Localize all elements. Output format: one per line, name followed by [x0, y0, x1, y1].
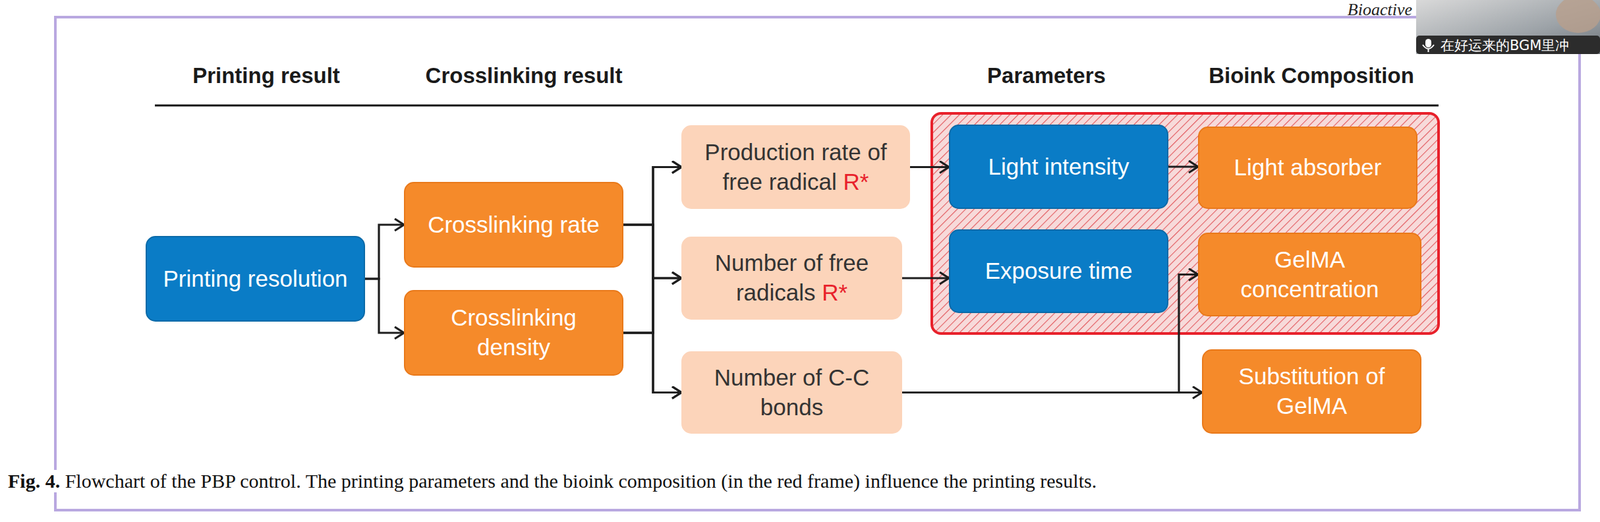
- parameter-box: Exposure time: [948, 229, 1169, 314]
- flow-arrow: [365, 224, 404, 279]
- red-frame: [931, 113, 1439, 334]
- flow-arrow: [623, 332, 682, 393]
- factor-box: Light absorber: [1198, 126, 1418, 209]
- intermediate-box: Number of C-C bonds: [681, 351, 903, 434]
- video-overlay: [1416, 0, 1600, 55]
- journal-name: Bioactive: [1347, 0, 1413, 20]
- figure-caption: Fig. 4. Flowchart of the PBP control. Th…: [5, 469, 1100, 493]
- flow-arrow: [623, 278, 682, 333]
- overlay-text: 在好运来的BGM里冲: [1440, 36, 1570, 55]
- node-text: Number of C-C bonds: [691, 363, 892, 423]
- parameter-box: Printing resolution: [145, 235, 366, 322]
- figure-border: [55, 17, 1580, 511]
- flow-arrow: [365, 278, 404, 333]
- node-text: Substitution of GelMA: [1212, 361, 1411, 422]
- node-text: Exposure time: [959, 256, 1158, 286]
- flow-arrow: [1168, 165, 1199, 168]
- intermediate-box: Production rate of free radical R*: [681, 125, 911, 209]
- intermediate-box: Number of free radicals R*: [681, 236, 903, 320]
- node-text: Light intensity: [959, 152, 1158, 182]
- flow-arrow: [902, 276, 949, 279]
- node-text: Crosslinking rate: [414, 210, 613, 240]
- column-header: Parameters: [987, 63, 1106, 89]
- factor-box: GelMA concentration: [1198, 232, 1422, 317]
- column-header: Bioink Composition: [1208, 63, 1415, 89]
- node-text: Crosslinking density: [414, 303, 613, 363]
- node-text: GelMA concentration: [1208, 245, 1411, 305]
- node-text: Production rate of free radical R*: [691, 137, 900, 198]
- factor-box: Crosslinking rate: [403, 181, 624, 268]
- flow-arrow: [910, 166, 949, 169]
- column-header: Crosslinking result: [425, 63, 623, 89]
- header-rule: [154, 104, 1439, 107]
- flow-arrow: [623, 167, 682, 334]
- node-text: Number of free radicals R*: [691, 248, 892, 308]
- factor-box: Substitution of GelMA: [1201, 349, 1422, 434]
- parameter-box: Light intensity: [948, 124, 1169, 209]
- node-text: Printing resolution: [156, 264, 355, 294]
- column-header: Printing result: [192, 63, 341, 89]
- node-text: Light absorber: [1208, 152, 1407, 183]
- factor-box: Crosslinking density: [403, 289, 624, 376]
